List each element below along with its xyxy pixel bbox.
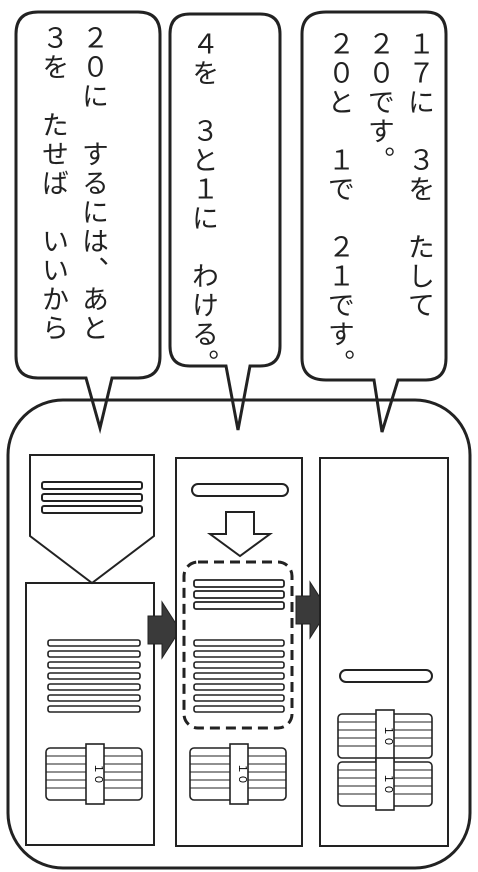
panel-step-1: １０	[25, 454, 155, 846]
single-stick	[191, 483, 289, 497]
speech-bubble-1	[14, 10, 162, 434]
panel-step-3: １０ １０	[319, 457, 449, 847]
ten-bundle: １０	[337, 709, 433, 763]
speech-bubble-3	[300, 10, 448, 433]
ten-bundle-label: １０	[92, 763, 105, 785]
ten-bundle-label: １０	[236, 763, 249, 785]
bubble-line: ２０と １で ２１です。	[323, 30, 354, 378]
speech-bubble-2-text: ４を ３と１に わける。	[182, 30, 222, 378]
ten-bundle: １０	[189, 743, 287, 805]
ten-bundle-label: １０	[382, 725, 395, 747]
sticks-group-3-moved	[193, 579, 285, 610]
right-arrow-icon	[147, 600, 181, 660]
bubble-line: ２０です。	[363, 30, 394, 175]
ten-bundle: １０	[337, 757, 433, 811]
dashed-group-outline	[182, 560, 294, 730]
single-stick	[339, 669, 433, 683]
speech-bubble-2	[168, 12, 282, 431]
bubble-line: ４を ３と１に わける。	[187, 30, 218, 378]
sticks-group-7	[47, 639, 141, 713]
diagram-frame	[6, 398, 472, 870]
bubble-line: ３を たせば いいから	[37, 24, 68, 343]
ten-bundle-label: １０	[382, 773, 395, 795]
bubble-line: ２０に するには、あと	[77, 24, 108, 343]
bubble-line: １７に ３を たして	[403, 30, 434, 320]
sticks-group-3	[41, 481, 143, 514]
split-pentagon	[29, 454, 155, 585]
ten-bundle: １０	[45, 743, 143, 805]
speech-bubble-1-text: ２０に するには、あと ３を たせば いいから	[32, 24, 112, 354]
speech-bubble-3-text: １７に ３を たして ２０です。 ２０と １で ２１です。	[318, 30, 438, 378]
panel-step-2: １０	[175, 457, 303, 847]
down-arrow-icon	[206, 511, 274, 558]
sticks-group-7-panel2	[193, 639, 285, 713]
